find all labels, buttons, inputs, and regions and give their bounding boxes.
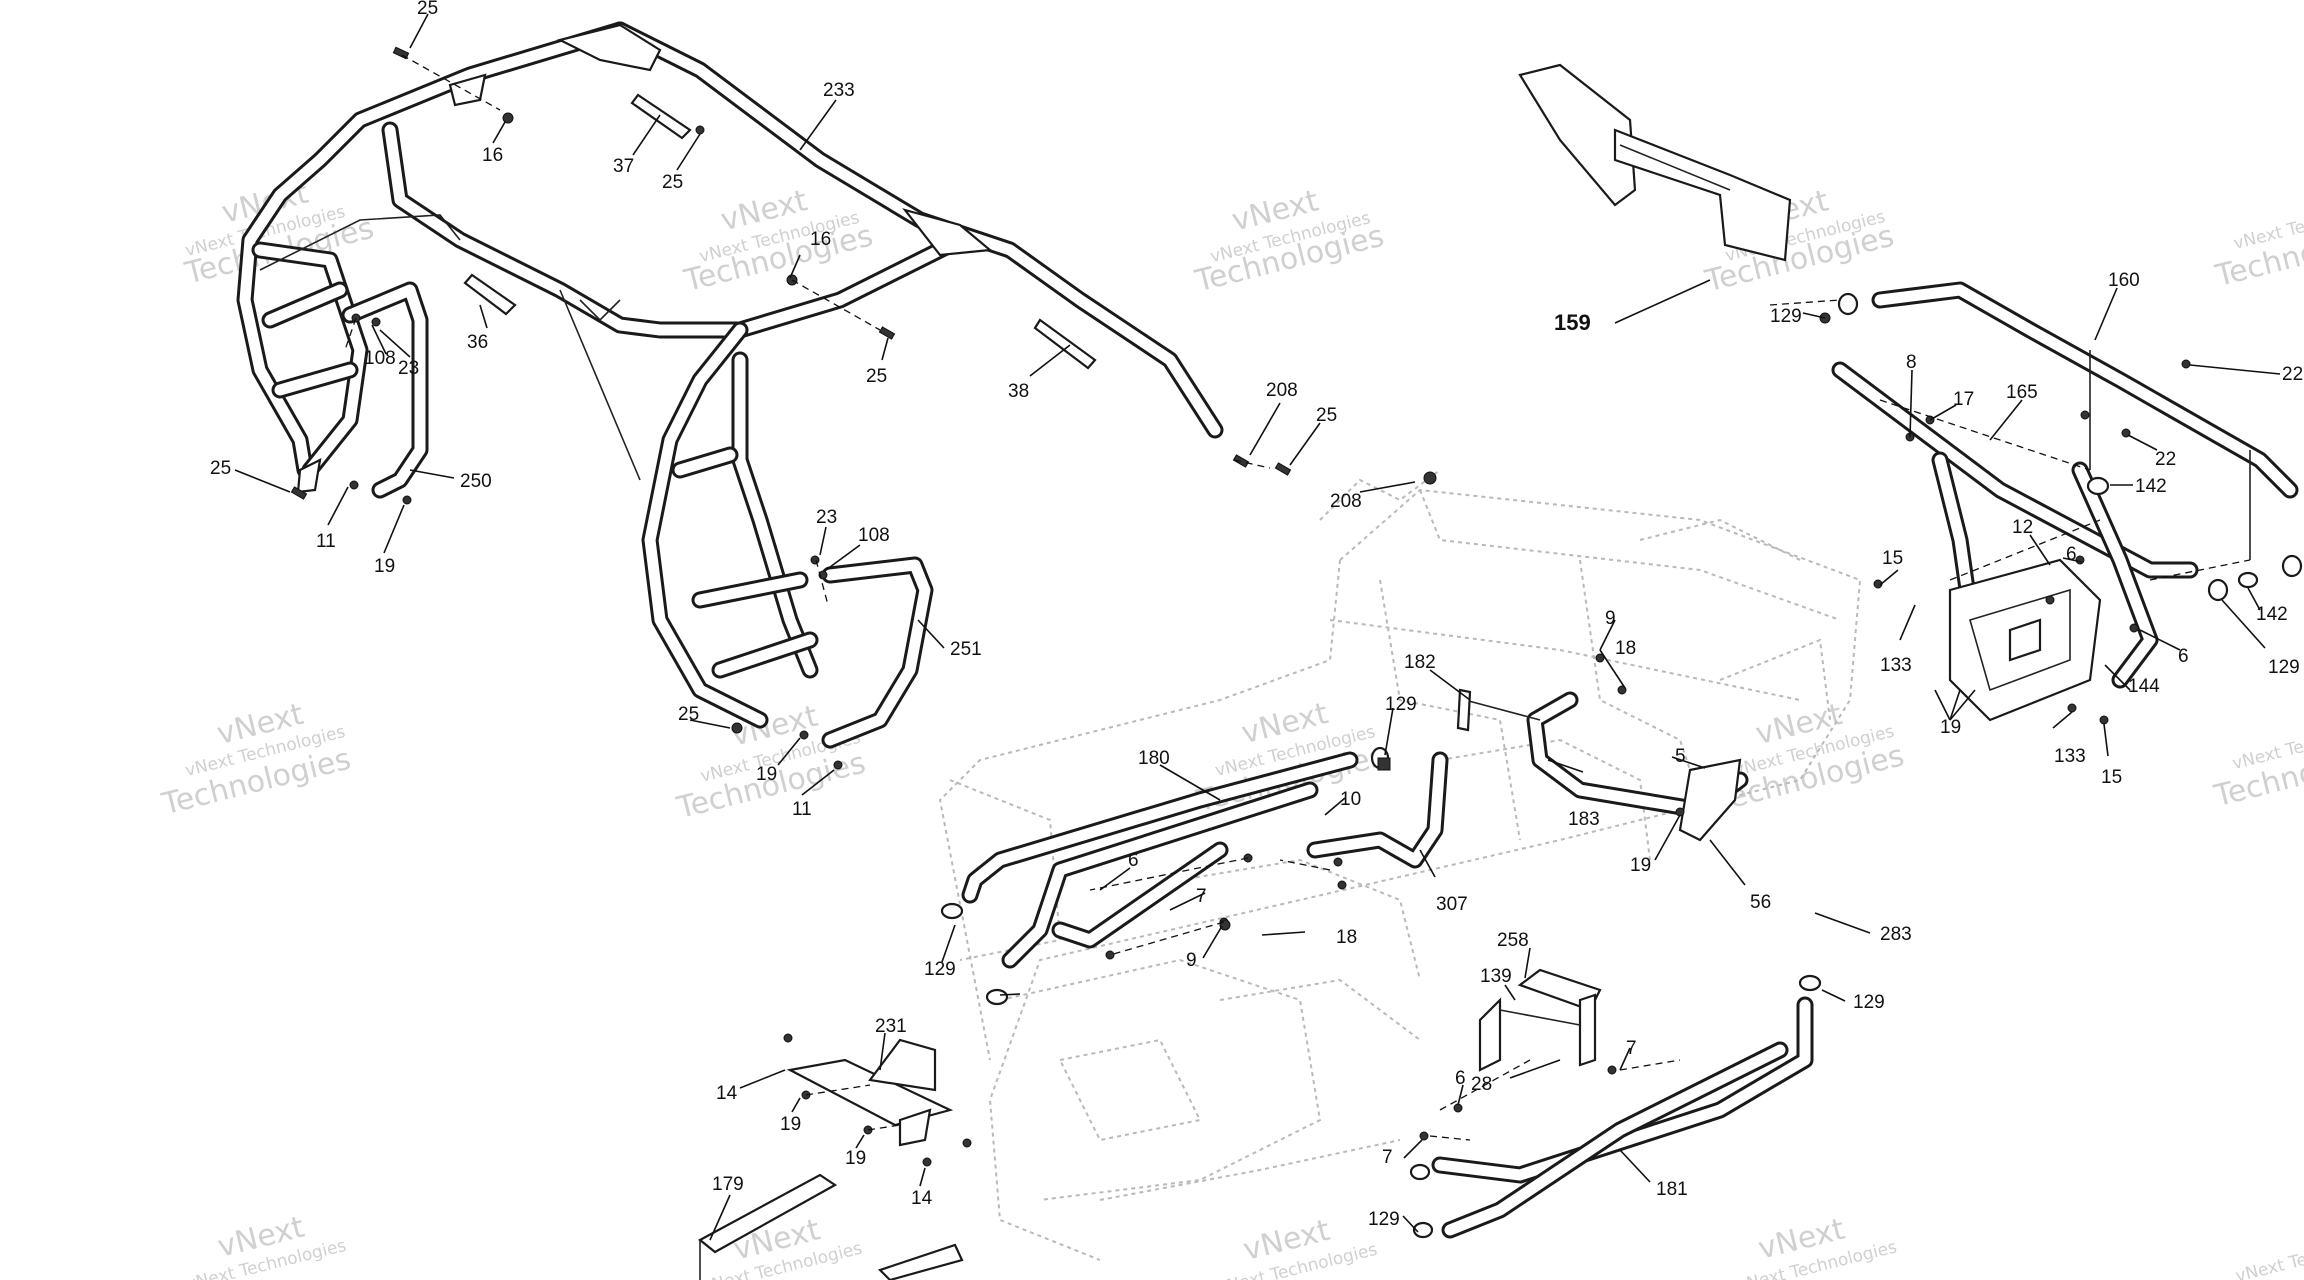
callout-label: 5 [1675,746,1686,767]
callout-label: 23 [398,358,419,379]
callout-label: 19 [374,556,395,577]
callout-label: 19 [845,1148,866,1169]
callout-label: 7 [1626,1038,1637,1059]
callout-label: 9 [1605,608,1616,629]
callout-labels: 25 16 37 25 233 16 25 36 108 23 25 250 1… [210,0,2303,1230]
callout-label: 11 [316,531,336,552]
callout-label: 182 [1404,652,1436,673]
callout-label: 19 [1630,855,1651,876]
bracket-258 [1478,968,1602,1072]
bracket-231 [786,1038,954,1147]
callout-label: 15 [2101,767,2122,788]
assembly-lines [344,54,2251,1141]
caps-142-129 [2086,476,2303,602]
callout-label: 283 [1880,924,1912,945]
callout-label: 129 [1385,694,1417,715]
callout-label: 18 [1615,638,1636,659]
callout-label: 251 [950,639,982,660]
callout-label: 6 [1455,1068,1466,1089]
callout-label: 181 [1656,1179,1688,1200]
callout-label: 25 [662,172,683,193]
callout-label: 6 [2178,646,2189,667]
tube-250 [341,281,429,499]
callout-label: 19 [1940,717,1961,738]
callout-label: 231 [875,1016,907,1037]
watermark-text: vNext Technologies [2234,1228,2304,1280]
callout-label: 19 [756,764,777,785]
tube-307 [1306,751,1449,869]
brackets-36-37-38 [463,93,1097,370]
callout-label: 14 [911,1188,933,1209]
callout-label: 25 [417,0,438,19]
tube-183 [1456,688,1749,842]
callout-label: 16 [810,229,831,250]
callout-label: 129 [1368,1209,1400,1230]
callout-label: 7 [1382,1147,1393,1168]
callout-label: 8 [1906,352,1917,373]
callout-label: 183 [1568,809,1600,830]
callout-label: 208 [1266,380,1298,401]
callout-label: 142 [2256,604,2288,625]
callout-label: 179 [712,1174,744,1195]
callout-label: 36 [467,332,488,353]
callout-label: 12 [2012,517,2033,538]
callout-label: 10 [1340,789,1361,810]
callout-label: 129 [2268,657,2300,678]
callout-label: 56 [1750,892,1771,913]
callout-label: 233 [823,80,855,101]
callout-label: 17 [1953,389,1974,410]
bracket-144 [1948,558,2102,722]
bracket-179 [698,1173,964,1280]
callout-label: 25 [678,704,699,725]
callout-label: 160 [2108,270,2140,291]
tube-181 [1409,974,1822,1239]
callout-label: 15 [1882,548,1903,569]
roll-cage-233 [236,21,1224,729]
callout-label: 25 [1316,405,1337,426]
watermarks: Technologies vNext Technologies vNext Te… [158,176,2304,1280]
callout-label: 165 [2006,382,2038,403]
callout-label: 16 [482,145,503,166]
callout-label: 108 [364,348,396,369]
callout-label: 129 [924,959,956,980]
callout-label: 108 [858,525,890,546]
leader-lines [234,13,2281,1241]
callout-label: 129 [1853,992,1885,1013]
callout-label: 133 [1880,655,1912,676]
callout-label: 37 [613,156,634,177]
callout-label: 38 [1008,381,1029,402]
callout-label: 9 [1186,950,1197,971]
callout-label: 14 [716,1083,738,1104]
callout-label: 250 [460,471,492,492]
callout-label: 22 [2155,449,2176,470]
callout-label-bold: 159 [1554,310,1591,335]
callout-label: 28 [1471,1074,1492,1095]
callout-label: 11 [792,799,812,820]
callout-label: 139 [1480,966,1512,987]
callout-label: 22 [2282,364,2303,385]
callout-label: 144 [2128,676,2160,697]
callout-label: 258 [1497,930,1529,951]
callout-label: 23 [816,507,837,528]
callout-label: 180 [1138,748,1170,769]
callout-label: 6 [2066,544,2077,565]
tube-180 [940,746,1390,1006]
callout-label: 7 [1196,886,1207,907]
callout-label: 19 [780,1114,801,1135]
callout-label: 133 [2054,746,2086,767]
callout-label: 25 [866,366,887,387]
tube-251 [821,556,934,749]
callout-label: 208 [1330,491,1362,512]
callout-label: 307 [1436,894,1468,915]
callout-label: 129 [1770,306,1802,327]
panel-159 [1518,63,1792,262]
callout-label: 25 [210,458,231,479]
callout-label: 6 [1128,850,1139,871]
callout-label: 142 [2135,476,2167,497]
callout-label: 18 [1336,927,1357,948]
